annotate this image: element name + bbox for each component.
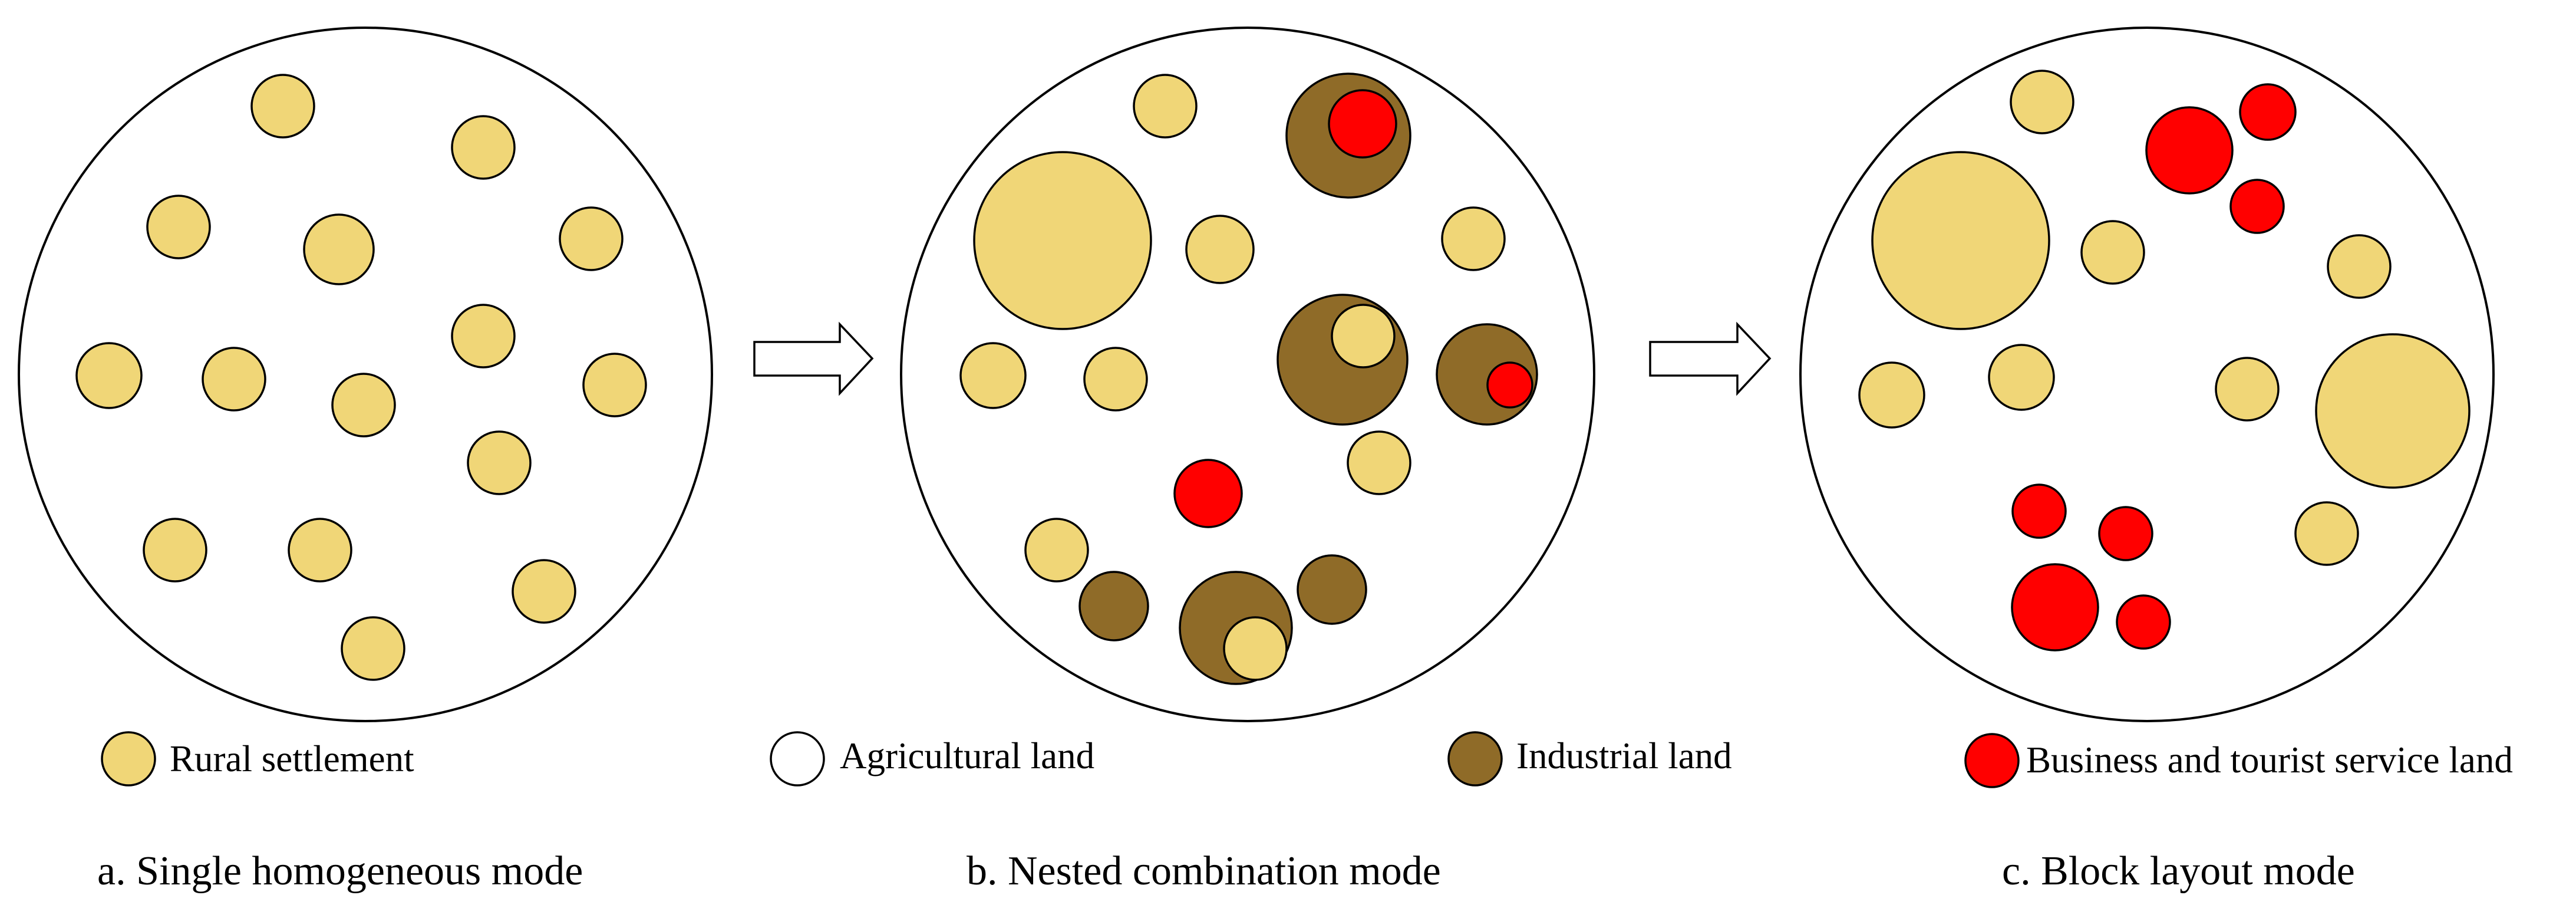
business-tourist-land xyxy=(1328,89,1397,159)
business-tourist-land xyxy=(1173,459,1243,528)
rural-settlement xyxy=(1223,616,1288,681)
rural-settlement xyxy=(1347,430,1411,495)
business-tourist-land xyxy=(2011,483,2067,539)
captions: a. Single homogeneous mode b. Nested com… xyxy=(97,848,2355,894)
rural-settlement xyxy=(559,206,624,271)
rural-settlement xyxy=(959,342,1027,409)
rural-settlement xyxy=(1185,215,1255,284)
legend-label: Agricultural land xyxy=(840,735,1094,776)
rural-settlement xyxy=(75,342,143,409)
panel-c-caption: c. Block layout mode xyxy=(2002,848,2355,894)
business-tourist-land xyxy=(2098,506,2153,561)
rural-settlement xyxy=(1441,206,1506,271)
legend: Rural settlement Agricultural land Indus… xyxy=(101,731,2513,788)
rural-settlement xyxy=(2315,333,2471,489)
legend-label: Rural settlement xyxy=(170,738,414,779)
business-tourist-land xyxy=(2229,179,2285,234)
panel-c xyxy=(1799,27,2495,722)
rural-settlement xyxy=(1083,347,1148,412)
panel-c-business-tourist-land xyxy=(2011,83,2297,652)
rural-settlement xyxy=(467,430,532,495)
rural-settlement xyxy=(1858,361,1925,429)
rural-settlement xyxy=(451,304,516,368)
rural-settlement xyxy=(2327,234,2392,299)
rural-settlement xyxy=(582,353,647,417)
business-tourist-land-swatch xyxy=(1964,733,2020,788)
legend-item-business-tourist-land: Business and tourist service land xyxy=(1964,733,2513,788)
rural-settlement xyxy=(1871,151,2050,330)
rural-settlement xyxy=(2010,70,2074,134)
rural-settlement xyxy=(341,616,405,681)
rural-settlement xyxy=(303,213,375,285)
rural-settlement xyxy=(973,151,1152,330)
rural-settlement xyxy=(2080,220,2145,285)
legend-label: Industrial land xyxy=(1516,735,1732,776)
rural-settlement xyxy=(1024,518,1089,583)
rural-settlement-swatch xyxy=(101,731,156,787)
panel-a-rural-settlements xyxy=(75,74,647,681)
industrial-land xyxy=(1078,571,1149,641)
rural-settlement xyxy=(1331,304,1396,368)
rural-settlement xyxy=(451,115,516,180)
panel-c-rural-settlements xyxy=(1858,70,2471,566)
rural-settlement xyxy=(2294,501,2359,566)
rural-settlement xyxy=(288,518,352,583)
right-arrow-icon xyxy=(1649,321,1772,396)
panel-b xyxy=(900,27,1595,722)
panel-b-caption: b. Nested combination mode xyxy=(967,848,1441,894)
legend-item-rural-settlement: Rural settlement xyxy=(101,731,414,787)
business-tourist-land xyxy=(2116,594,2171,650)
legend-item-industrial-land: Industrial land xyxy=(1447,731,1732,787)
business-tourist-land xyxy=(2239,83,2297,141)
panel-b-business-tourist-land xyxy=(1173,89,1533,528)
business-tourist-land xyxy=(2011,563,2099,652)
panel-a xyxy=(18,27,713,722)
agricultural-land-swatch xyxy=(770,731,825,787)
rural-settlement xyxy=(146,195,211,259)
business-tourist-land xyxy=(2145,106,2234,195)
industrial-land-swatch xyxy=(1447,731,1503,787)
rural-settlement xyxy=(1988,344,2055,411)
business-tourist-land xyxy=(1486,361,1533,409)
rural-settlement xyxy=(202,347,266,412)
rural-settlement xyxy=(143,518,207,583)
rural-settlement xyxy=(1133,74,1198,139)
rural-settlement xyxy=(2215,357,2280,422)
right-arrow-icon xyxy=(753,321,874,396)
legend-item-agricultural-land: Agricultural land xyxy=(770,731,1094,787)
legend-label: Business and tourist service land xyxy=(2026,739,2513,781)
rural-settlement xyxy=(250,74,315,139)
industrial-land xyxy=(1297,554,1367,625)
panel-a-caption: a. Single homogeneous mode xyxy=(97,848,583,894)
panel-b-rural-settlements xyxy=(959,74,1506,583)
panel-b-nested-rural-settlements xyxy=(1223,304,1396,681)
rural-settlement xyxy=(331,373,396,437)
rural-settlement xyxy=(512,559,576,624)
